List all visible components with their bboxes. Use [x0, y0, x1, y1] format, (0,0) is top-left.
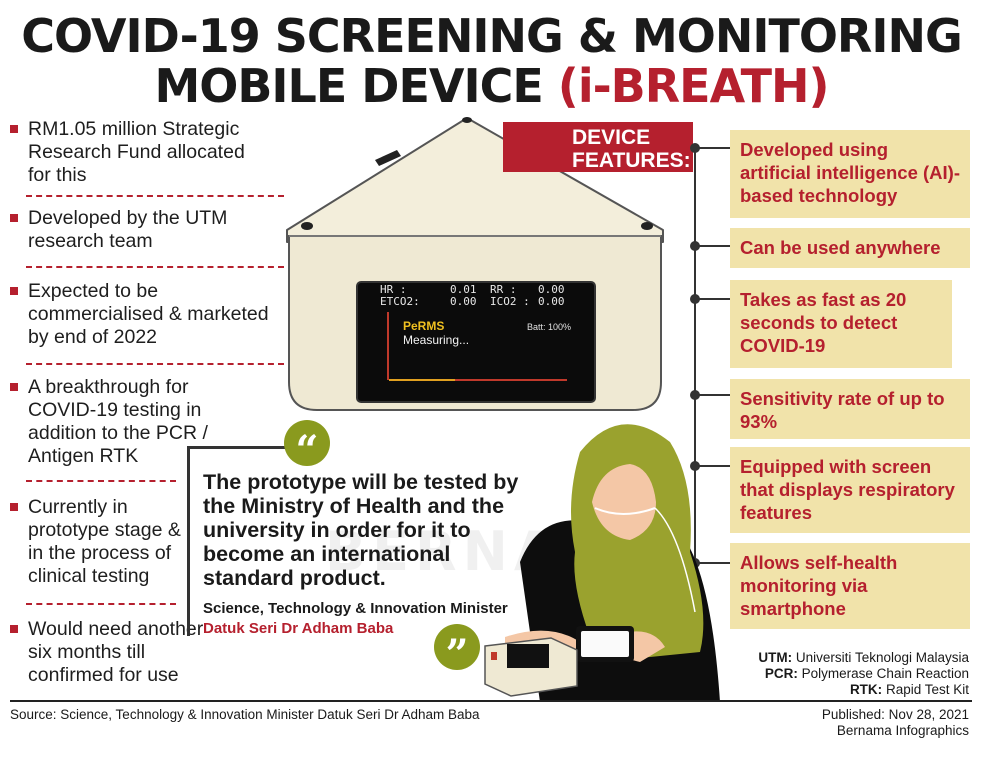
published-date: Published: Nov 28, 2021: [821, 707, 969, 722]
features-title-line1: DEVICE: [572, 126, 651, 149]
close-quote-icon: ”: [434, 624, 480, 678]
rr-value: 0.00: [538, 283, 565, 296]
infographic-credit: Bernama Infographics: [836, 723, 969, 738]
feature-item: Can be used anywhere: [730, 228, 970, 268]
source-credit: Source: Science, Technology & Innovation…: [10, 707, 480, 722]
bullet-item: A breakthrough for COVID-19 testing in a…: [10, 376, 210, 468]
publication-info: Published: Nov 28, 2021 Bernama Infograp…: [822, 707, 969, 739]
etco2-label: ETCO2:: [380, 295, 420, 308]
abbreviation-key: RTK:: [849, 682, 883, 697]
title-prefix: MOBILE DEVICE: [154, 59, 558, 113]
abbreviation-list: UTM: Universiti Teknologi Malaysia PCR: …: [758, 650, 969, 698]
minister-quote: The prototype will be tested by the Mini…: [203, 470, 519, 590]
feature-connector: [696, 465, 730, 467]
feature-dot-icon: [690, 241, 700, 251]
hr-value: 0.01: [450, 283, 477, 296]
feature-item: Allows self-health monitoring via smartp…: [730, 543, 970, 629]
features-title-line2: FEATURES:: [572, 149, 691, 172]
ico2-label: ICO2 :: [490, 295, 530, 308]
divider: [26, 266, 284, 268]
feature-dot-icon: [690, 390, 700, 400]
feature-item: Takes as fast as 20 seconds to detect CO…: [730, 280, 952, 368]
divider: [26, 480, 176, 482]
handheld-device-illustration: [484, 637, 578, 697]
title-highlight: (i-BREATH): [557, 59, 830, 113]
footer-divider: [10, 700, 972, 702]
quote-speaker-role: Science, Technology & Innovation Ministe…: [203, 600, 508, 617]
bullet-text: Would need another six months till confi…: [28, 618, 204, 686]
features-banner: [503, 122, 693, 172]
infographic-title-line2: MOBILE DEVICE (i-BREATH): [0, 60, 983, 112]
abbreviation-item: UTM: Universiti Teknologi Malaysia: [758, 650, 969, 666]
abbreviation-key: UTM:: [758, 650, 793, 665]
divider: [26, 603, 176, 605]
feature-dot-icon: [690, 294, 700, 304]
bullet-text: Developed by the UTM research team: [28, 207, 228, 252]
feature-connector: [696, 298, 730, 300]
bullet-marker-icon: [10, 625, 18, 633]
feature-connector: [696, 562, 730, 564]
features-connector-line: [694, 145, 696, 600]
bullet-marker-icon: [10, 214, 18, 222]
bullet-marker-icon: [10, 383, 18, 391]
bullet-item: Would need another six months till confi…: [10, 618, 210, 687]
bullet-item: Currently in prototype stage & in the pr…: [10, 496, 190, 588]
feature-item: Equipped with screen that displays respi…: [730, 447, 970, 533]
bullet-text: Expected to be commercialised & marketed…: [28, 280, 269, 348]
bullet-item: Expected to be commercialised & marketed…: [10, 280, 280, 349]
etco2-value: 0.00: [450, 295, 477, 308]
bullet-marker-icon: [10, 125, 18, 133]
woman-using-device-illustration: [505, 424, 720, 702]
device-app-name: PeRMS: [403, 319, 445, 333]
feature-item: Developed using artificial intelligence …: [730, 130, 970, 218]
bullet-marker-icon: [10, 287, 18, 295]
bullet-text: RM1.05 million Strategic Research Fund a…: [28, 118, 245, 186]
rr-label: RR :: [490, 283, 517, 296]
open-quote-icon: “: [284, 420, 330, 474]
device-status: Measuring...: [403, 333, 470, 347]
bullet-item: RM1.05 million Strategic Research Fund a…: [10, 118, 270, 187]
feature-connector: [696, 245, 730, 247]
bullet-item: Developed by the UTM research team: [10, 207, 270, 253]
ibreath-device-illustration: [286, 117, 664, 411]
quote-frame: [187, 446, 297, 636]
bullet-text: Currently in prototype stage & in the pr…: [28, 496, 181, 587]
abbreviation-item: RTK: Rapid Test Kit: [758, 682, 969, 698]
device-battery: Batt: 100%: [527, 322, 572, 332]
feature-dot-icon: [690, 461, 700, 471]
bullet-marker-icon: [10, 503, 18, 511]
feature-connector: [696, 394, 730, 396]
divider: [26, 363, 284, 365]
ico2-value: 0.00: [538, 295, 565, 308]
feature-dot-icon: [690, 143, 700, 153]
infographic-title-line1: COVID-19 SCREENING & MONITORING: [21, 9, 962, 63]
abbreviation-key: PCR:: [764, 666, 798, 681]
abbreviation-value: Universiti Teknologi Malaysia: [795, 650, 969, 665]
feature-connector: [696, 147, 730, 149]
divider: [26, 195, 284, 197]
hr-label: HR :: [380, 283, 407, 296]
quote-speaker-name: Datuk Seri Dr Adham Baba: [203, 620, 394, 637]
features-title: DEVICE FEATURES:: [572, 126, 691, 172]
abbreviation-item: PCR: Polymerase Chain Reaction: [758, 666, 969, 682]
bullet-text: A breakthrough for COVID-19 testing in a…: [28, 376, 208, 467]
abbreviation-value: Rapid Test Kit: [885, 682, 969, 697]
abbreviation-value: Polymerase Chain Reaction: [801, 666, 969, 681]
feature-item: Sensitivity rate of up to 93%: [730, 379, 970, 439]
